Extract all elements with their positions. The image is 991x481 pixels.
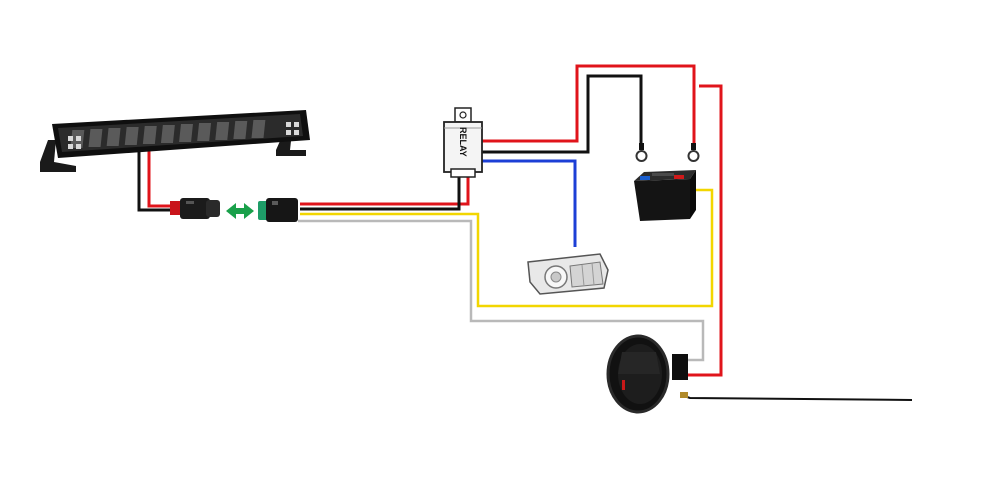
connector-female-icon bbox=[258, 198, 298, 222]
ring-terminal-icon bbox=[687, 143, 700, 162]
wire-connector-relay-power bbox=[300, 177, 470, 206]
wire-relay-headlight-trigger bbox=[481, 159, 577, 247]
relay-label: RELAY bbox=[458, 127, 468, 157]
wire-connector-switch-signal bbox=[300, 188, 714, 308]
rocker-switch-icon bbox=[606, 334, 688, 414]
light-bar-icon bbox=[40, 110, 310, 172]
relay-icon: RELAY bbox=[443, 107, 483, 178]
wire-relay-battery-power bbox=[481, 64, 696, 143]
wire-battery-switch-power bbox=[686, 84, 723, 377]
headlight-icon bbox=[527, 253, 609, 295]
connector-male-icon bbox=[170, 198, 220, 219]
wire-connector-relay-ground bbox=[300, 177, 461, 211]
wire-connector-switch bbox=[298, 219, 705, 362]
battery-icon bbox=[634, 170, 696, 221]
wire-switch-output bbox=[683, 395, 913, 401]
wire-relay-battery-ground bbox=[481, 74, 643, 154]
connector-arrow-icon bbox=[226, 203, 254, 219]
wire-lightbar-power bbox=[147, 150, 182, 208]
wire-lightbar-ground bbox=[137, 150, 182, 212]
ring-terminal-icon bbox=[635, 143, 648, 162]
